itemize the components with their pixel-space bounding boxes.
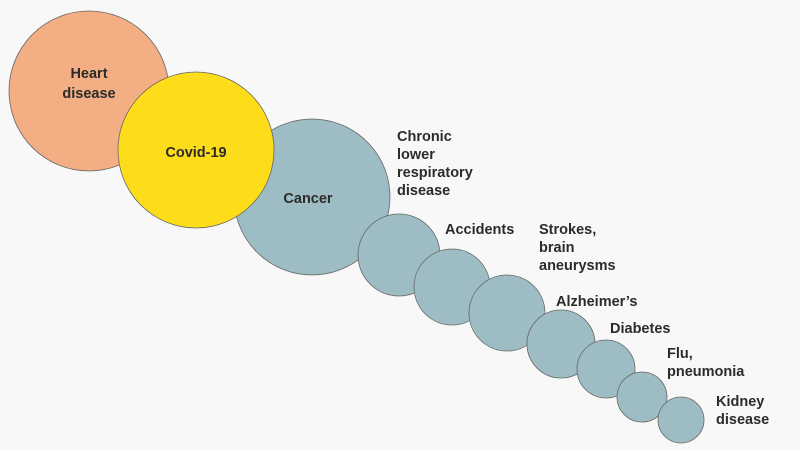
label-line: Strokes,: [539, 222, 596, 238]
label-line: Heart: [70, 66, 107, 82]
bubble-covid-19: [117, 71, 275, 229]
label-line: Alzheimer’s: [556, 294, 637, 310]
label-line: respiratory: [397, 165, 473, 181]
label-line: Accidents: [445, 222, 514, 238]
label-heart-disease: Heart disease: [62, 66, 115, 102]
label-line: disease: [716, 412, 769, 428]
label-diabetes: Diabetes: [610, 321, 670, 337]
label-covid-19: Covid-19: [165, 145, 226, 161]
label-line: Diabetes: [610, 321, 670, 337]
label-line: brain: [539, 240, 574, 256]
label-flu-pneumonia: Flu, pneumonia: [667, 346, 745, 380]
label-alzheimers: Alzheimer’s: [556, 294, 637, 310]
label-line: Kidney: [716, 394, 764, 410]
label-strokes-brain-aneurysms: Strokes, brain aneurysms: [539, 222, 616, 274]
label-line: Covid-19: [165, 145, 226, 161]
label-kidney-disease: Kidney disease: [716, 394, 769, 428]
label-line: aneurysms: [539, 258, 616, 274]
label-line: Cancer: [283, 191, 333, 207]
label-accidents: Accidents: [445, 222, 514, 238]
label-line: Chronic: [397, 129, 452, 145]
label-line: Flu,: [667, 346, 693, 362]
label-line: disease: [397, 183, 450, 199]
bubble-flu-pneumonia: [616, 371, 668, 423]
label-line: disease: [62, 86, 115, 102]
bubble-kidney-disease: [657, 396, 705, 444]
label-cancer: Cancer: [283, 191, 333, 207]
bubble-layer: [8, 10, 705, 444]
label-line: pneumonia: [667, 364, 745, 380]
label-line: lower: [397, 147, 435, 163]
bubble-strokes-brain-aneurysms: [468, 274, 546, 352]
label-chronic-lower-respiratory-disease: Chronic lower respiratory disease: [397, 129, 473, 199]
